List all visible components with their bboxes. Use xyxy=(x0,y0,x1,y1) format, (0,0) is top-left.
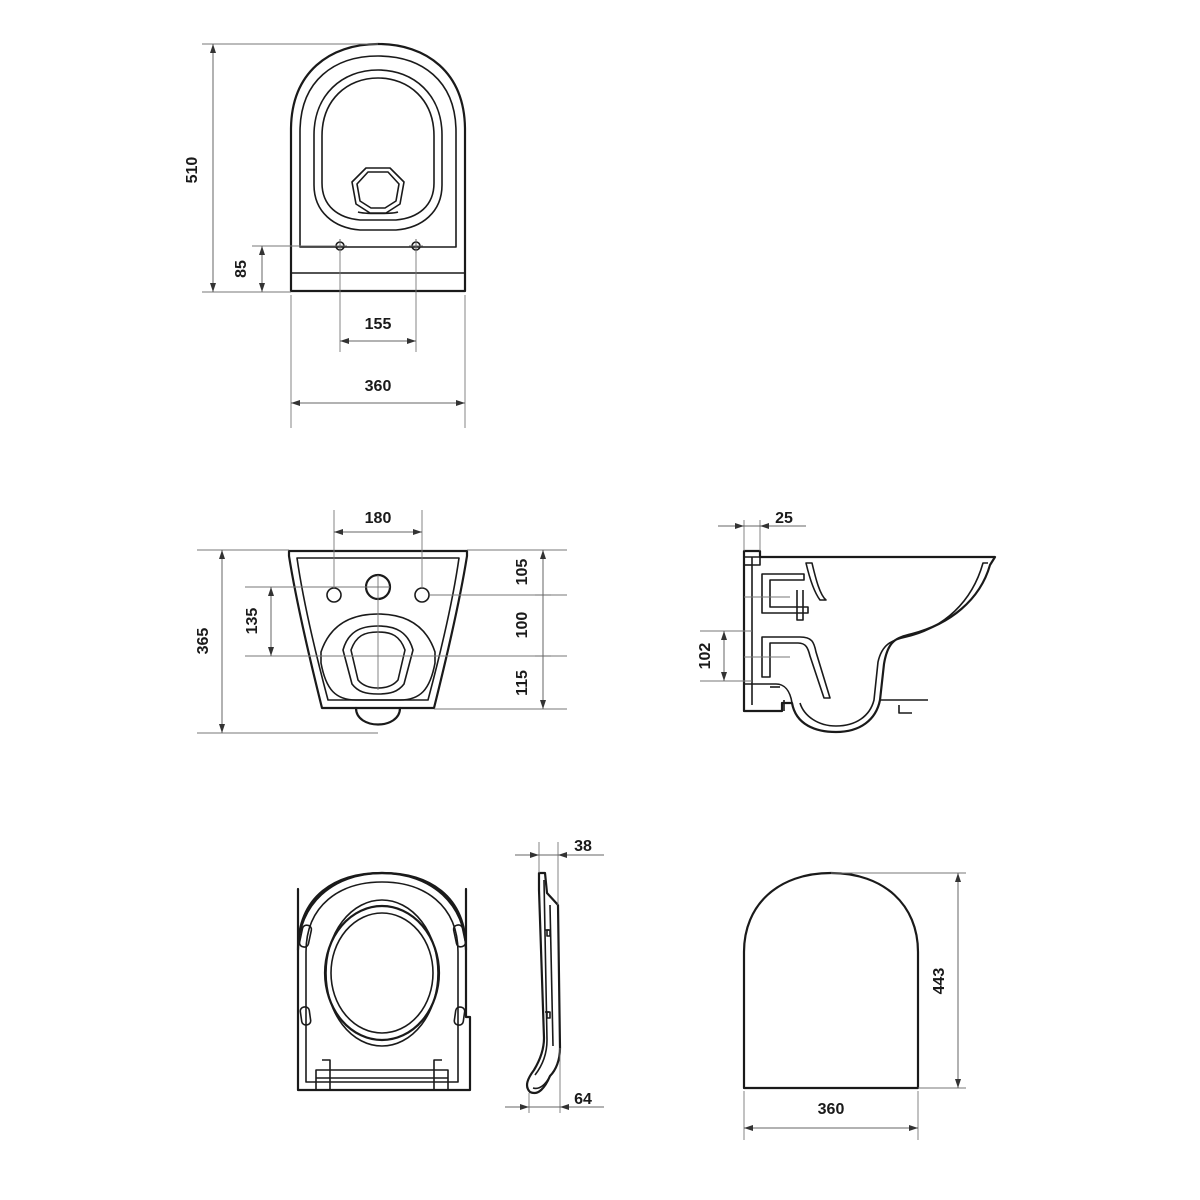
seat-side-view-dimensions xyxy=(505,842,604,1113)
dim-label-rear-lower-gap: 115 xyxy=(514,670,531,696)
dim-label-lid-height: 443 xyxy=(931,968,948,995)
lid-view xyxy=(742,871,920,1090)
dim-label-seat-top-thickness: 38 xyxy=(574,838,592,855)
dim-label-top-length: 510 xyxy=(184,157,201,184)
dim-label-lid-width: 360 xyxy=(818,1101,845,1118)
seat-top-view xyxy=(296,871,472,1092)
dim-label-rear-upper-gap: 105 xyxy=(514,559,531,586)
top-view xyxy=(289,42,467,293)
dim-label-rear-middle-gap: 100 xyxy=(514,612,531,639)
lid-view-dimensions xyxy=(743,872,966,1140)
dim-label-top-hole-spacing: 155 xyxy=(365,316,392,333)
dim-label-seat-bottom-thickness: 64 xyxy=(574,1091,592,1108)
side-view xyxy=(742,549,997,734)
rear-view-dimensions xyxy=(197,510,567,734)
seat-side-view xyxy=(525,871,562,1095)
dim-label-side-wall-offset: 25 xyxy=(775,510,793,527)
side-view-dimensions xyxy=(700,520,806,682)
dim-label-rear-bolt-spacing: 180 xyxy=(365,510,392,527)
dim-label-top-width: 360 xyxy=(365,378,392,395)
dim-label-side-outlet-height: 102 xyxy=(697,643,714,670)
dim-label-rear-total-height: 365 xyxy=(195,628,212,655)
dim-label-top-hole-offset: 85 xyxy=(233,260,250,278)
top-view-dimensions xyxy=(202,43,466,428)
dim-label-rear-bolt-to-pipe: 135 xyxy=(244,608,261,635)
